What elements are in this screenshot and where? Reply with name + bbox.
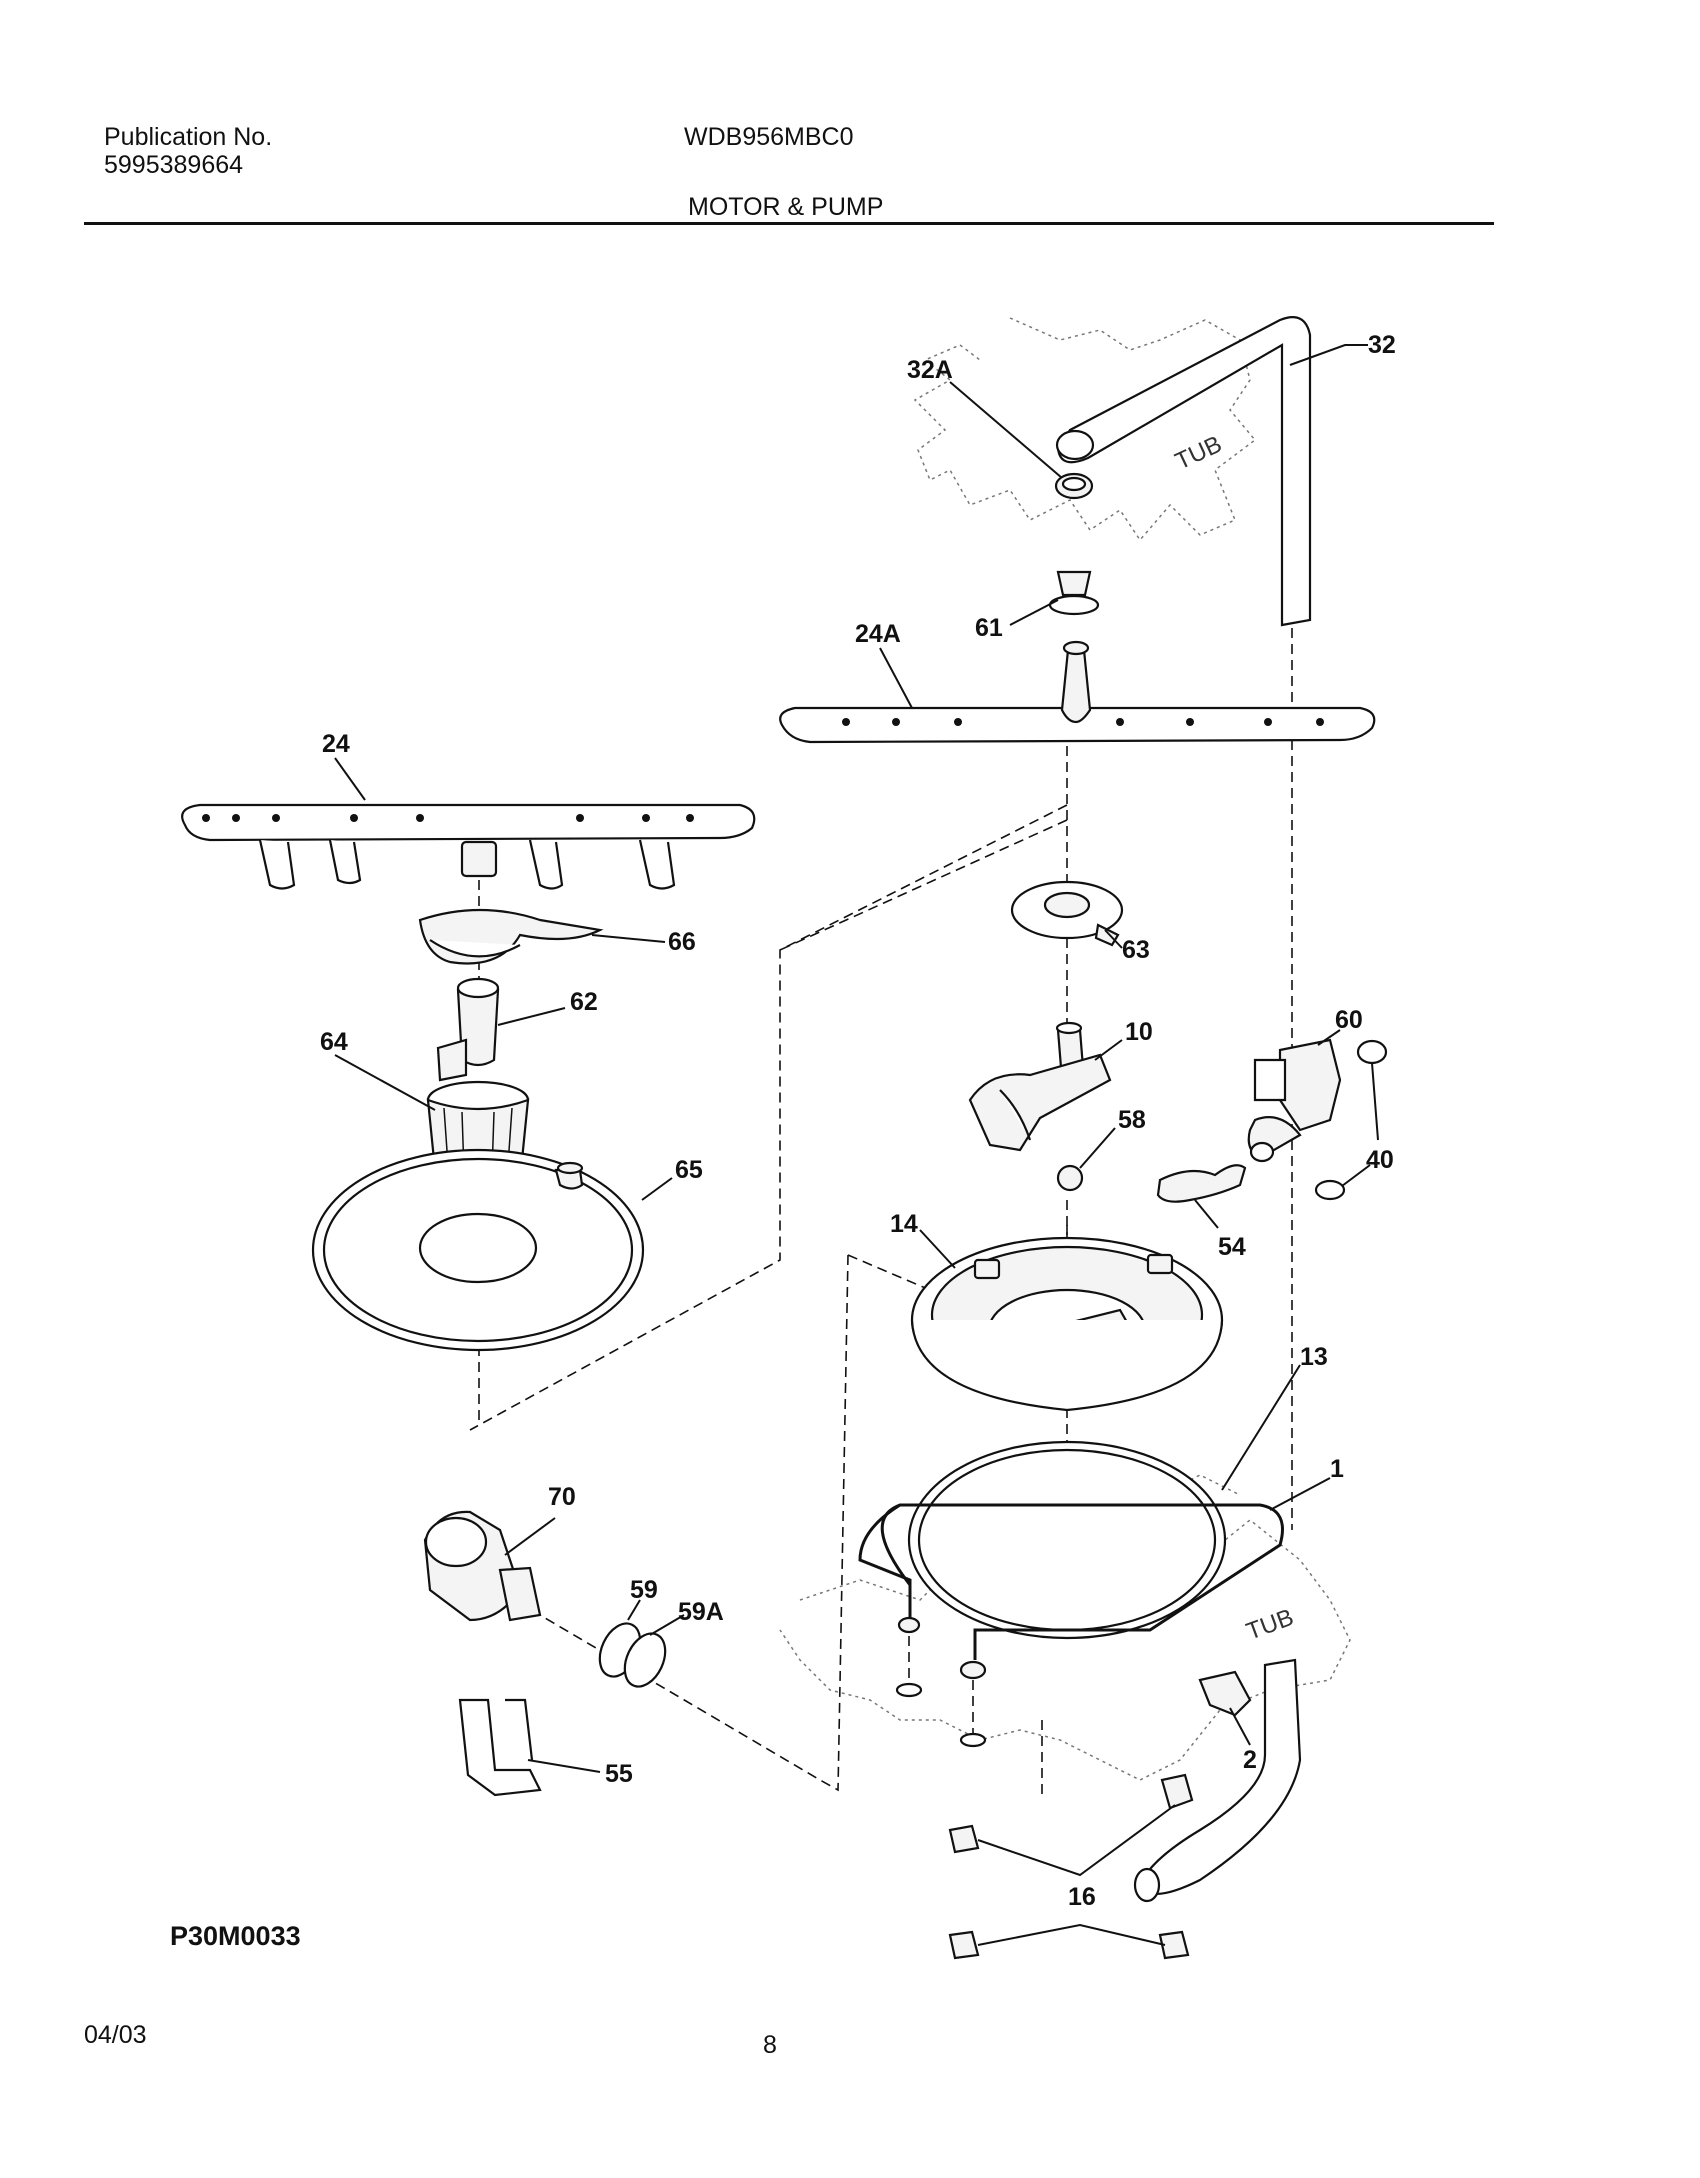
- callout-32: 32: [1368, 331, 1396, 359]
- tub-label-upper: TUB: [1171, 431, 1226, 476]
- callout-54: 54: [1218, 1233, 1246, 1261]
- callout-2: 2: [1243, 1746, 1257, 1774]
- callout-10: 10: [1125, 1018, 1153, 1046]
- callout-64: 64: [320, 1028, 348, 1056]
- callout-labels: 32A 32 61 24A 24 66 62 63 64 10 60 58 40…: [320, 331, 1396, 1911]
- lower-spray-arm: [181, 757, 756, 890]
- callout-70: 70: [548, 1483, 576, 1511]
- callout-1: 1: [1330, 1455, 1344, 1483]
- callout-58: 58: [1118, 1106, 1146, 1134]
- footer-page-number: 8: [763, 2031, 777, 2059]
- callout-13: 13: [1300, 1343, 1328, 1371]
- nut-61: [1009, 570, 1100, 626]
- callout-60: 60: [1335, 1006, 1363, 1034]
- motor-bracket-55: [458, 1698, 601, 1797]
- callout-16: 16: [1068, 1883, 1096, 1911]
- diagram-code: P30M0033: [170, 1921, 301, 1951]
- supply-tube: [1055, 316, 1368, 627]
- heater-1: [858, 1477, 1331, 1660]
- callout-61: 61: [975, 614, 1003, 642]
- heater-fasteners: [895, 1616, 987, 1748]
- callout-14: 14: [890, 1210, 918, 1238]
- upper-spray-arm: [779, 640, 1376, 744]
- hose-54: [1156, 1164, 1247, 1229]
- strainer-65: [311, 1148, 673, 1352]
- header-rule: [84, 222, 1494, 225]
- callout-62: 62: [570, 988, 598, 1016]
- callout-65: 65: [675, 1156, 703, 1184]
- clamp-40: [1314, 1039, 1388, 1201]
- callout-59a: 59A: [678, 1598, 724, 1626]
- ball-58: [1056, 1127, 1116, 1192]
- tube-62: [436, 977, 566, 1082]
- drain-valve-60: [1247, 1029, 1342, 1163]
- callout-40: 40: [1366, 1146, 1394, 1174]
- section-title: MOTOR & PUMP: [688, 193, 884, 221]
- motor-70: [423, 1510, 556, 1622]
- callout-59: 59: [630, 1576, 658, 1604]
- model-number: WDB956MBC0: [684, 123, 854, 151]
- grommet-32a: [949, 381, 1094, 500]
- publication-number: 5995389664: [104, 151, 244, 179]
- pump-housing-10: [968, 1021, 1123, 1152]
- drain-hose: [1133, 1658, 1302, 1903]
- feet-16: [948, 1773, 1194, 1960]
- bracket-2: [1198, 1670, 1252, 1746]
- callout-66: 66: [668, 928, 696, 956]
- publication-label: Publication No.: [104, 123, 273, 151]
- callout-24a: 24A: [855, 620, 901, 648]
- pump-base-14: [910, 1229, 1224, 1412]
- filter-cover-66: [418, 908, 666, 965]
- callout-55: 55: [605, 1760, 633, 1788]
- gasket-13: [907, 1364, 1301, 1640]
- callout-63: 63: [1122, 936, 1150, 964]
- o-rings-59: [598, 1599, 685, 1688]
- callout-24: 24: [322, 730, 350, 758]
- tub-label-lower: TUB: [1243, 1604, 1297, 1646]
- footer-date: 04/03: [84, 2021, 147, 2049]
- guard-63: [1010, 880, 1124, 949]
- callout-32a: 32A: [907, 356, 953, 384]
